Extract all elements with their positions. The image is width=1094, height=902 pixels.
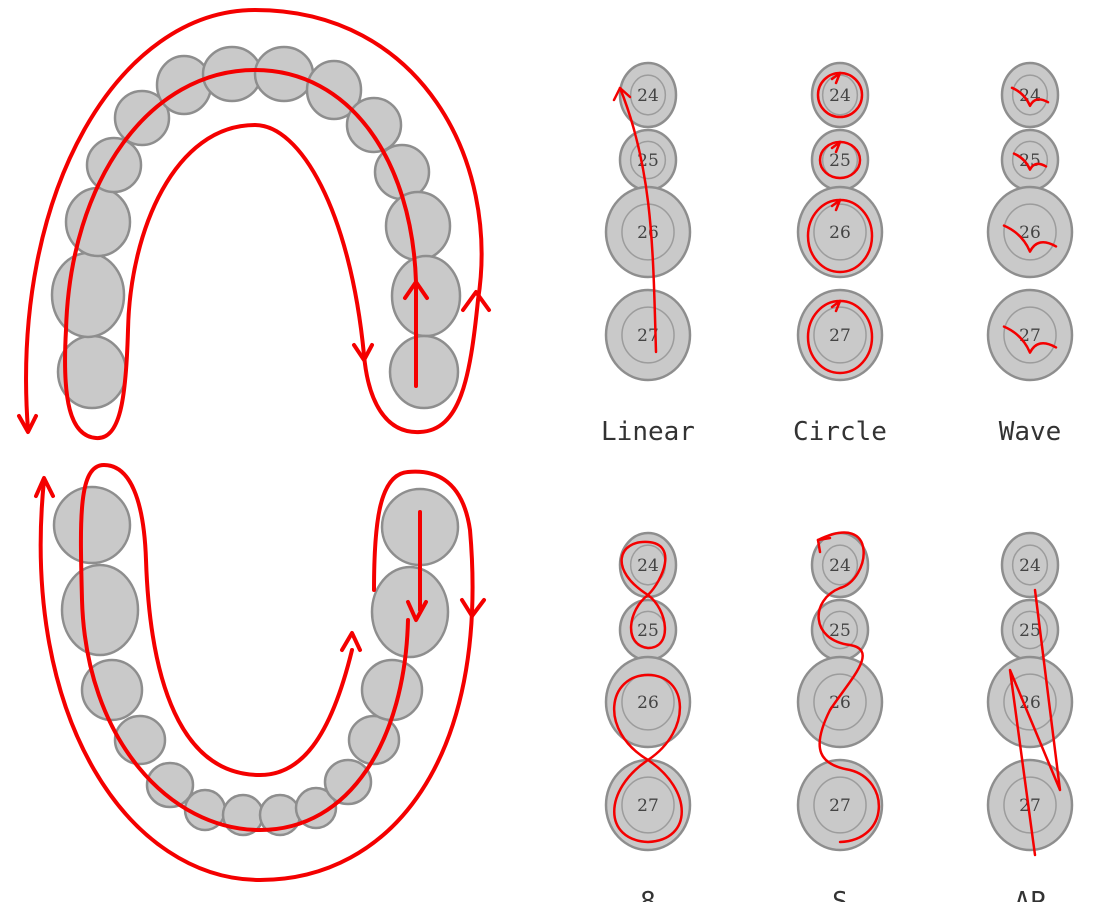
arrow-head xyxy=(342,633,360,650)
tooth-number: 26 xyxy=(829,223,851,243)
tooth-24: 24 xyxy=(1002,533,1058,597)
tooth-27: 27 xyxy=(606,290,690,380)
tooth-25: 25 xyxy=(620,130,676,190)
tooth-number: 24 xyxy=(637,86,659,106)
tooth-number: 27 xyxy=(1019,326,1041,346)
pattern-label: Wave xyxy=(999,417,1062,447)
pattern-label: Linear xyxy=(601,417,695,447)
tooth-number: 26 xyxy=(637,693,659,713)
upper-arch-teeth xyxy=(52,47,460,408)
tooth-number: 25 xyxy=(1019,621,1041,641)
pattern-label: Circle xyxy=(793,417,887,447)
lower-arch-teeth xyxy=(54,487,458,835)
tooth-25: 25 xyxy=(620,600,676,660)
tooth-number: 24 xyxy=(1019,556,1041,576)
upper-dental-arch xyxy=(19,10,489,438)
tooth-number: 27 xyxy=(829,796,851,816)
tooth-27: 27 xyxy=(798,760,882,850)
pattern-panels: 24252627Linear24252627Circle24252627Wave… xyxy=(601,63,1072,902)
tooth-26: 26 xyxy=(606,657,690,747)
lower-dental-arch xyxy=(36,465,484,880)
tooth-27: 27 xyxy=(988,760,1072,850)
pattern-panel-eight: 24 25 26 27 8 xyxy=(606,533,690,902)
tooth-26: 26 xyxy=(988,187,1072,277)
tooth-24: 24 xyxy=(1002,63,1058,127)
tooth-27: 27 xyxy=(988,290,1072,380)
tooth-number: 25 xyxy=(637,621,659,641)
tooth-number: 24 xyxy=(829,86,851,106)
tooth-number: 26 xyxy=(637,223,659,243)
pattern-label: S xyxy=(832,887,848,902)
pattern-label: AP xyxy=(1014,887,1045,902)
tooth-number: 24 xyxy=(637,556,659,576)
tooth-25: 25 xyxy=(1002,130,1058,190)
tooth-number: 27 xyxy=(829,326,851,346)
tooth-27: 27 xyxy=(606,760,690,850)
tooth-number: 24 xyxy=(829,556,851,576)
tooth-number: 25 xyxy=(829,151,851,171)
pattern-label: 8 xyxy=(640,887,656,902)
tooth-number: 27 xyxy=(637,796,659,816)
tooth-25: 25 xyxy=(1002,600,1058,660)
tooth-26: 26 xyxy=(798,657,882,747)
tooth-26: 26 xyxy=(988,657,1072,747)
